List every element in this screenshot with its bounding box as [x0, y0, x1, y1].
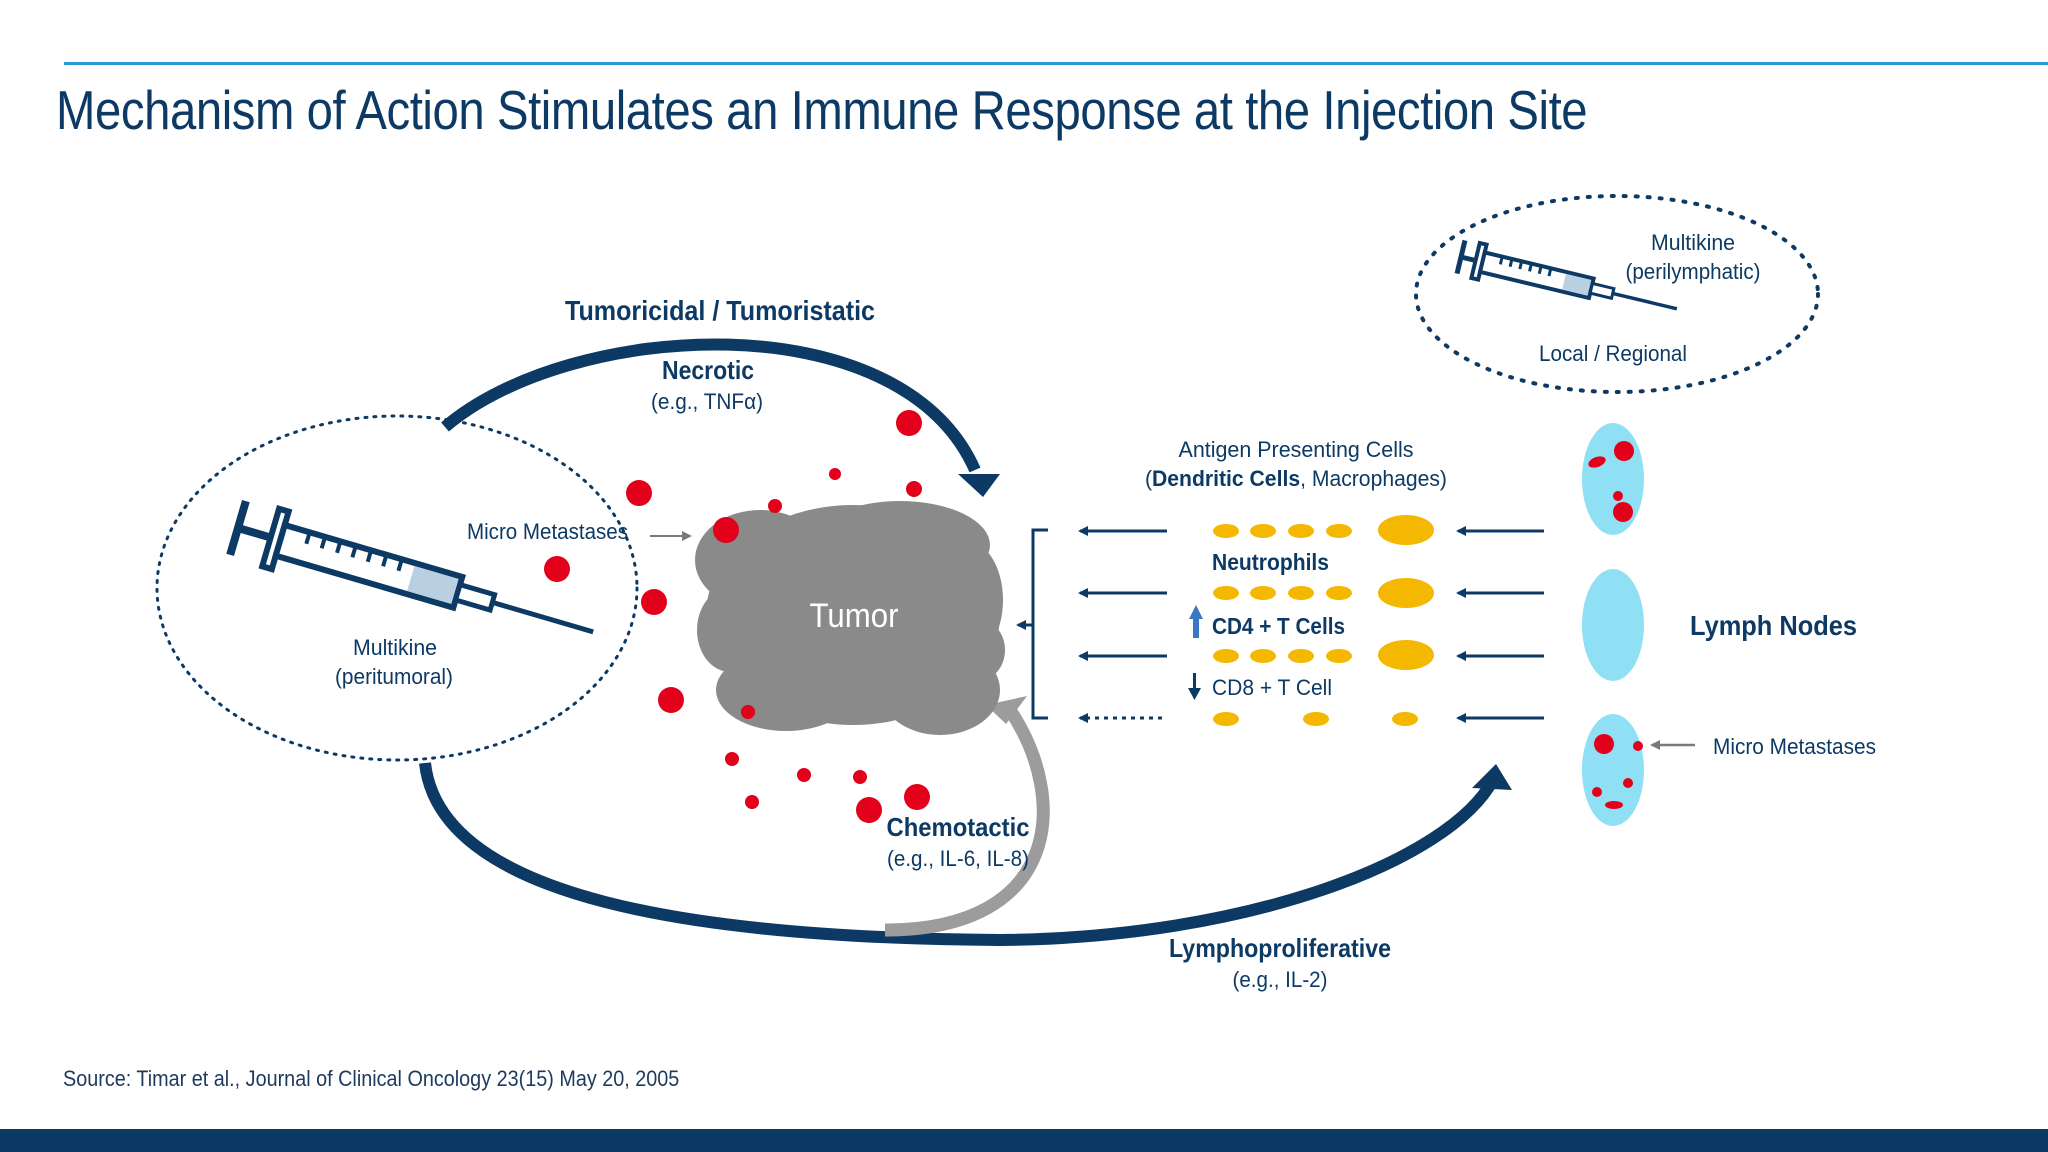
- immune-cell-flow: [1016, 526, 1544, 723]
- chemotactic-arrow: [884, 706, 1050, 937]
- footer-bar: [0, 1129, 2048, 1152]
- tumoricidal-arrow: [441, 338, 981, 473]
- multikine-left-line1: Multikine: [353, 635, 437, 660]
- apc-open-paren: (: [1145, 466, 1153, 491]
- lymphoproliferative-arrowhead: [1472, 764, 1512, 790]
- immune-cells: [1213, 515, 1434, 726]
- injection-site-left: [155, 414, 639, 762]
- lymphoproliferative-label: Lymphoproliferative: [1169, 933, 1391, 963]
- tumor: [695, 501, 1005, 735]
- metastasis-dots: [544, 410, 930, 823]
- syringe-left-icon: [226, 500, 594, 635]
- lymph-nodes-label: Lymph Nodes: [1690, 610, 1857, 641]
- lymphoproliferative-arrow: [419, 762, 1499, 947]
- local-regional-label: Local / Regional: [1539, 341, 1687, 366]
- lymph-nodes: [1582, 423, 1644, 826]
- cd4-up-arrow-icon: [1189, 605, 1203, 638]
- tumor-label: Tumor: [810, 597, 899, 635]
- cd8-label: CD8 + T Cell: [1212, 675, 1332, 700]
- necrotic-label: Necrotic: [662, 355, 754, 385]
- cd8-down-arrow-icon: [1188, 673, 1201, 700]
- apc-label-line2: (Dendritic Cells, Macrophages): [1145, 466, 1447, 491]
- micro-metastases-label-left: Micro Metastases: [467, 519, 628, 544]
- apc-dendritic-cells: Dendritic Cells: [1152, 466, 1300, 491]
- chemotactic-example: (e.g., IL-6, IL-8): [887, 846, 1029, 871]
- syringe-right-icon: [1454, 239, 1678, 311]
- tumoricidal-label: Tumoricidal / Tumoristatic: [565, 295, 875, 326]
- chemotactic-label: Chemotactic: [887, 812, 1030, 842]
- necrotic-example: (e.g., TNFα): [651, 389, 763, 414]
- slide-title: Mechanism of Action Stimulates an Immune…: [56, 79, 1588, 141]
- neutrophils-label: Neutrophils: [1212, 549, 1329, 575]
- cd4-label: CD4 + T Cells: [1212, 613, 1345, 639]
- apc-macrophages: , Macrophages): [1300, 466, 1447, 491]
- lymphoproliferative-example: (e.g., IL-2): [1233, 967, 1328, 992]
- micro-metastases-label-right: Micro Metastases: [1713, 734, 1876, 759]
- tumoricidal-arrowhead: [958, 474, 1000, 497]
- multikine-left-line2: (peritumoral): [335, 664, 453, 689]
- multikine-right-line1: Multikine: [1651, 230, 1735, 255]
- apc-label-line1: Antigen Presenting Cells: [1179, 437, 1414, 462]
- header-rule: [64, 62, 2048, 65]
- source-citation: Source: Timar et al., Journal of Clinica…: [63, 1066, 680, 1091]
- multikine-right-line2: (perilymphatic): [1626, 259, 1761, 284]
- injection-site-right: [1414, 194, 1820, 394]
